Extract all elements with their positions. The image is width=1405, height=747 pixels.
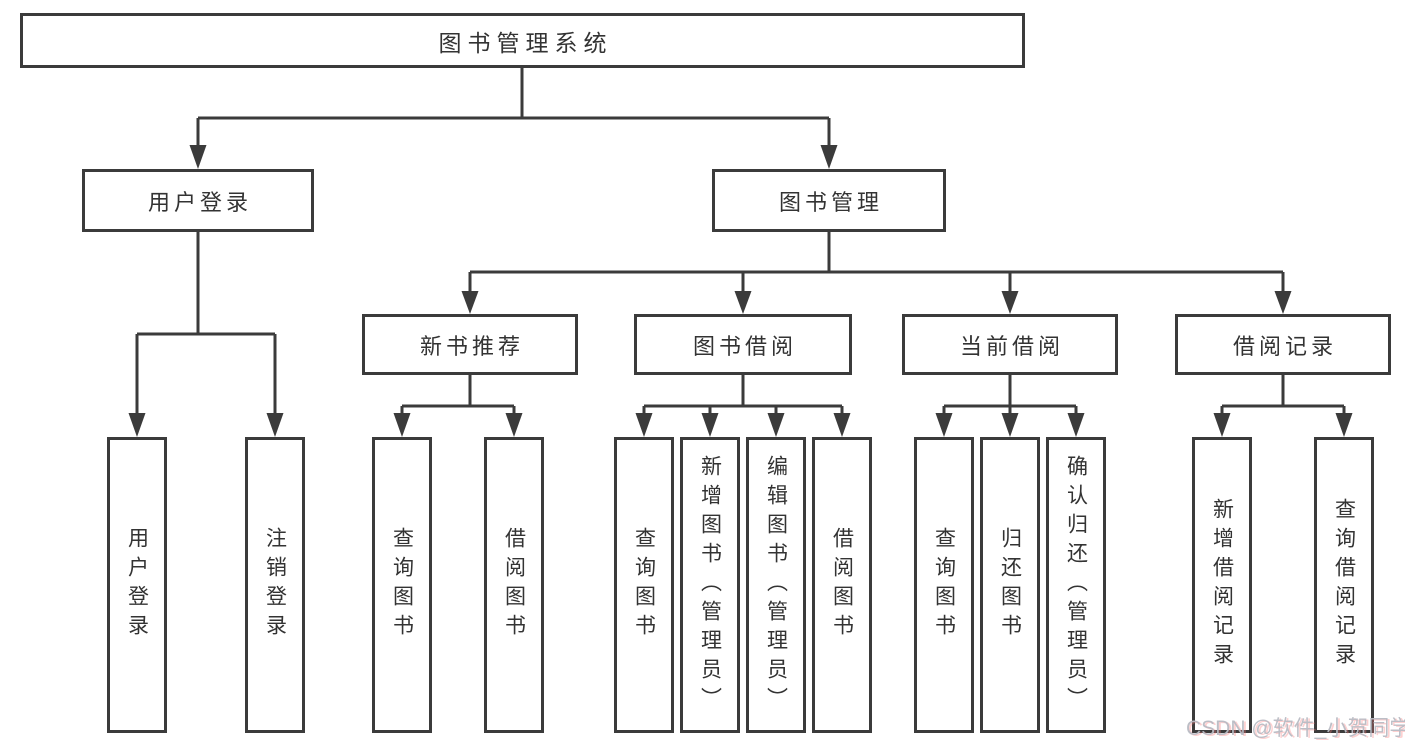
node-label: 查询图书 [390,527,414,643]
node-label: 编辑图书（管理员） [764,454,788,716]
node-label: 查询图书 [632,527,656,643]
arrowhead [734,291,752,314]
leaf-confirm-return-admin: 确认归还（管理员） [1046,437,1106,733]
arrowhead [1335,413,1353,437]
node-book-borrowing: 图书借阅 [634,314,852,375]
node-label: 注销登录 [263,527,287,643]
leaf-edit-book-admin: 编辑图书（管理员） [746,437,806,733]
arrowhead [128,413,146,437]
node-book-management: 图书管理 [712,169,946,232]
arrowhead [266,413,284,437]
node-user-login: 用户登录 [82,169,314,232]
connector-borrowing-records-children [1220,375,1346,415]
leaf-logout: 注销登录 [245,437,305,733]
leaf-borrow-books-recommend: 借阅图书 [484,437,544,733]
arrowhead [820,145,838,169]
node-label: 查询图书 [932,527,956,643]
node-label: 图书借阅 [692,333,797,359]
arrowhead [833,413,851,437]
arrowhead [189,145,207,169]
leaf-return-books: 归还图书 [980,437,1040,733]
node-label: 新增图书（管理员） [698,454,722,716]
leaf-add-book-admin: 新增图书（管理员） [680,437,740,733]
arrowhead [1001,413,1019,437]
leaf-query-books-recommend: 查询图书 [372,437,432,733]
connector-root-to-level2 [196,68,831,147]
arrowhead [461,291,479,314]
node-current-borrowing: 当前借阅 [902,314,1118,375]
node-label: 查询借阅记录 [1332,498,1356,672]
arrowhead [505,413,523,437]
node-library-management-system: 图书管理系统 [20,13,1025,68]
leaf-query-borrow-record: 查询借阅记录 [1314,437,1374,733]
connector-book-borrowing-children [642,375,844,415]
connector-new-book-children [400,375,516,415]
node-label: 新增借阅记录 [1210,498,1234,672]
arrowhead [635,413,653,437]
node-label: 图书管理 [778,189,883,215]
node-label: 用户登录 [147,189,252,215]
connector-book-management-children [468,232,1285,293]
node-new-book-recommendation: 新书推荐 [362,314,578,375]
arrowhead [1274,291,1292,314]
node-label: 图书管理系统 [438,29,613,56]
csdn-watermark: CSDN @软件_小贺同学 [1186,717,1405,740]
arrowhead [767,413,785,437]
connector-user-login-children [135,232,277,415]
node-label: 借阅图书 [502,527,526,643]
arrowhead [935,413,953,437]
connector-current-borrowing-children [942,375,1078,415]
node-label: 借阅图书 [830,527,854,643]
leaf-add-borrow-record: 新增借阅记录 [1192,437,1252,733]
node-label: 归还图书 [998,527,1022,643]
node-label: 新书推荐 [419,333,524,359]
node-borrowing-records: 借阅记录 [1175,314,1391,375]
leaf-borrow-books: 借阅图书 [812,437,872,733]
node-label: 借阅记录 [1232,333,1337,359]
arrowhead [1213,413,1231,437]
arrowhead [701,413,719,437]
node-label: 确认归还（管理员） [1064,454,1088,716]
arrowhead [1001,291,1019,314]
leaf-query-books-current: 查询图书 [914,437,974,733]
node-label: 用户登录 [125,527,149,643]
arrowhead [393,413,411,437]
node-label: 当前借阅 [959,333,1064,359]
leaf-query-books-borrowing: 查询图书 [614,437,674,733]
leaf-user-login: 用户登录 [107,437,167,733]
arrowhead [1067,413,1085,437]
